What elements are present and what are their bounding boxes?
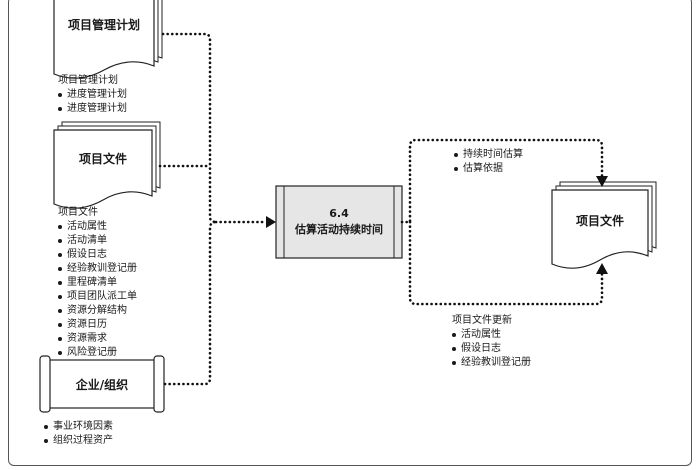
list-item: 资源分解结构 [58,304,137,318]
arrowhead-to-process [266,216,276,228]
diagram-frame [8,0,692,466]
arrowhead-output-bottom [596,263,608,274]
enterprise-organization-box [39,355,165,413]
process-name: 估算活动持续时间 [295,223,383,236]
list-item: 风险登记册 [58,346,137,360]
list-item: 经验教训登记册 [58,262,137,276]
list-item: 里程碑清单 [58,276,137,290]
enterprise-organization-title: 企业/组织 [75,378,129,392]
list-item: 活动属性 [452,328,531,342]
list-item: 资源日历 [58,318,137,332]
output-update-list: 活动属性 假设日志 经验教训登记册 [452,328,531,370]
process-number: 6.4 [329,207,349,220]
project-documents-list: 活动属性 活动清单 假设日志 经验教训登记册 里程碑清单 项目团队派工单 资源分… [58,220,137,360]
list-item: 活动清单 [58,234,137,248]
list-item: 事业环境因素 [44,420,113,434]
project-plan-title: 项目管理计划 [67,18,140,32]
list-item: 活动属性 [58,220,137,234]
list-item: 持续时间估算 [454,148,523,162]
process-label: 6.4 估算活动持续时间 [284,206,394,238]
project-plan-document [53,0,163,79]
list-item: 进度管理计划 [58,88,127,102]
list-item: 组织过程资产 [44,434,113,448]
arrowhead-output-top [596,176,608,187]
list-item: 经验教训登记册 [452,356,531,370]
project-plan-list-title: 项目管理计划 [58,75,118,86]
list-item: 资源需求 [58,332,137,346]
project-plan-list: 进度管理计划 进度管理计划 [58,88,127,116]
project-documents-list-title: 项目文件 [58,207,98,218]
output-top-list: 持续时间估算 估算依据 [454,148,523,176]
output-project-documents-title: 项目文件 [575,214,624,228]
connector-to-output-top [400,138,604,224]
output-project-documents-document [551,181,657,269]
list-item: 假设日志 [452,342,531,356]
enterprise-organization-list: 事业环境因素 组织过程资产 [44,420,113,448]
project-documents-document [53,121,161,209]
output-update-title: 项目文件更新 [452,315,512,326]
connector-lines [158,32,604,386]
connector-to-output-bottom [408,220,604,306]
list-item: 项目团队派工单 [58,290,137,304]
list-item: 进度管理计划 [58,102,127,116]
list-item: 估算依据 [454,162,523,176]
connector-plan [161,32,218,224]
list-item: 假设日志 [58,248,137,262]
project-documents-title: 项目文件 [78,152,127,166]
connector-org [163,220,218,386]
